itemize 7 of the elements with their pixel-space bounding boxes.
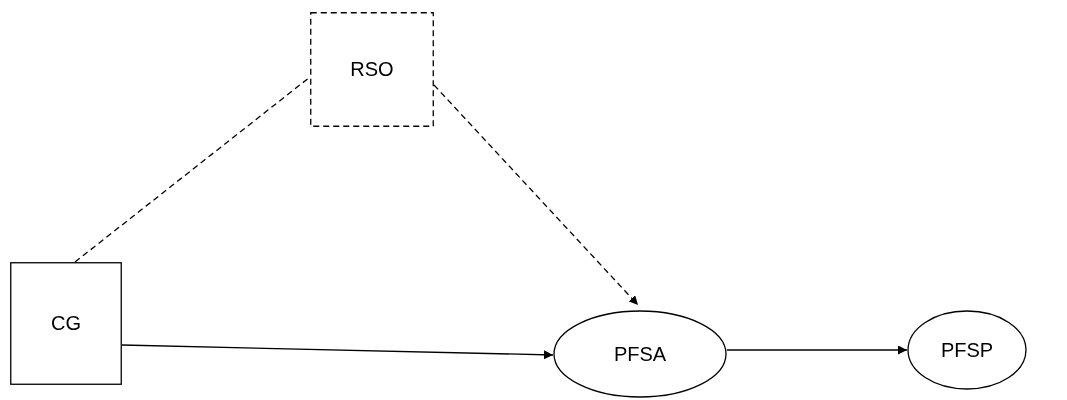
node-label: PFSA xyxy=(613,342,667,366)
node-label: RSO xyxy=(350,58,394,81)
node-label: PFSP xyxy=(940,338,994,362)
dashed-arrow xyxy=(433,84,639,306)
arrow xyxy=(726,345,908,355)
arrow xyxy=(121,344,554,360)
node-label: CG xyxy=(51,312,81,335)
